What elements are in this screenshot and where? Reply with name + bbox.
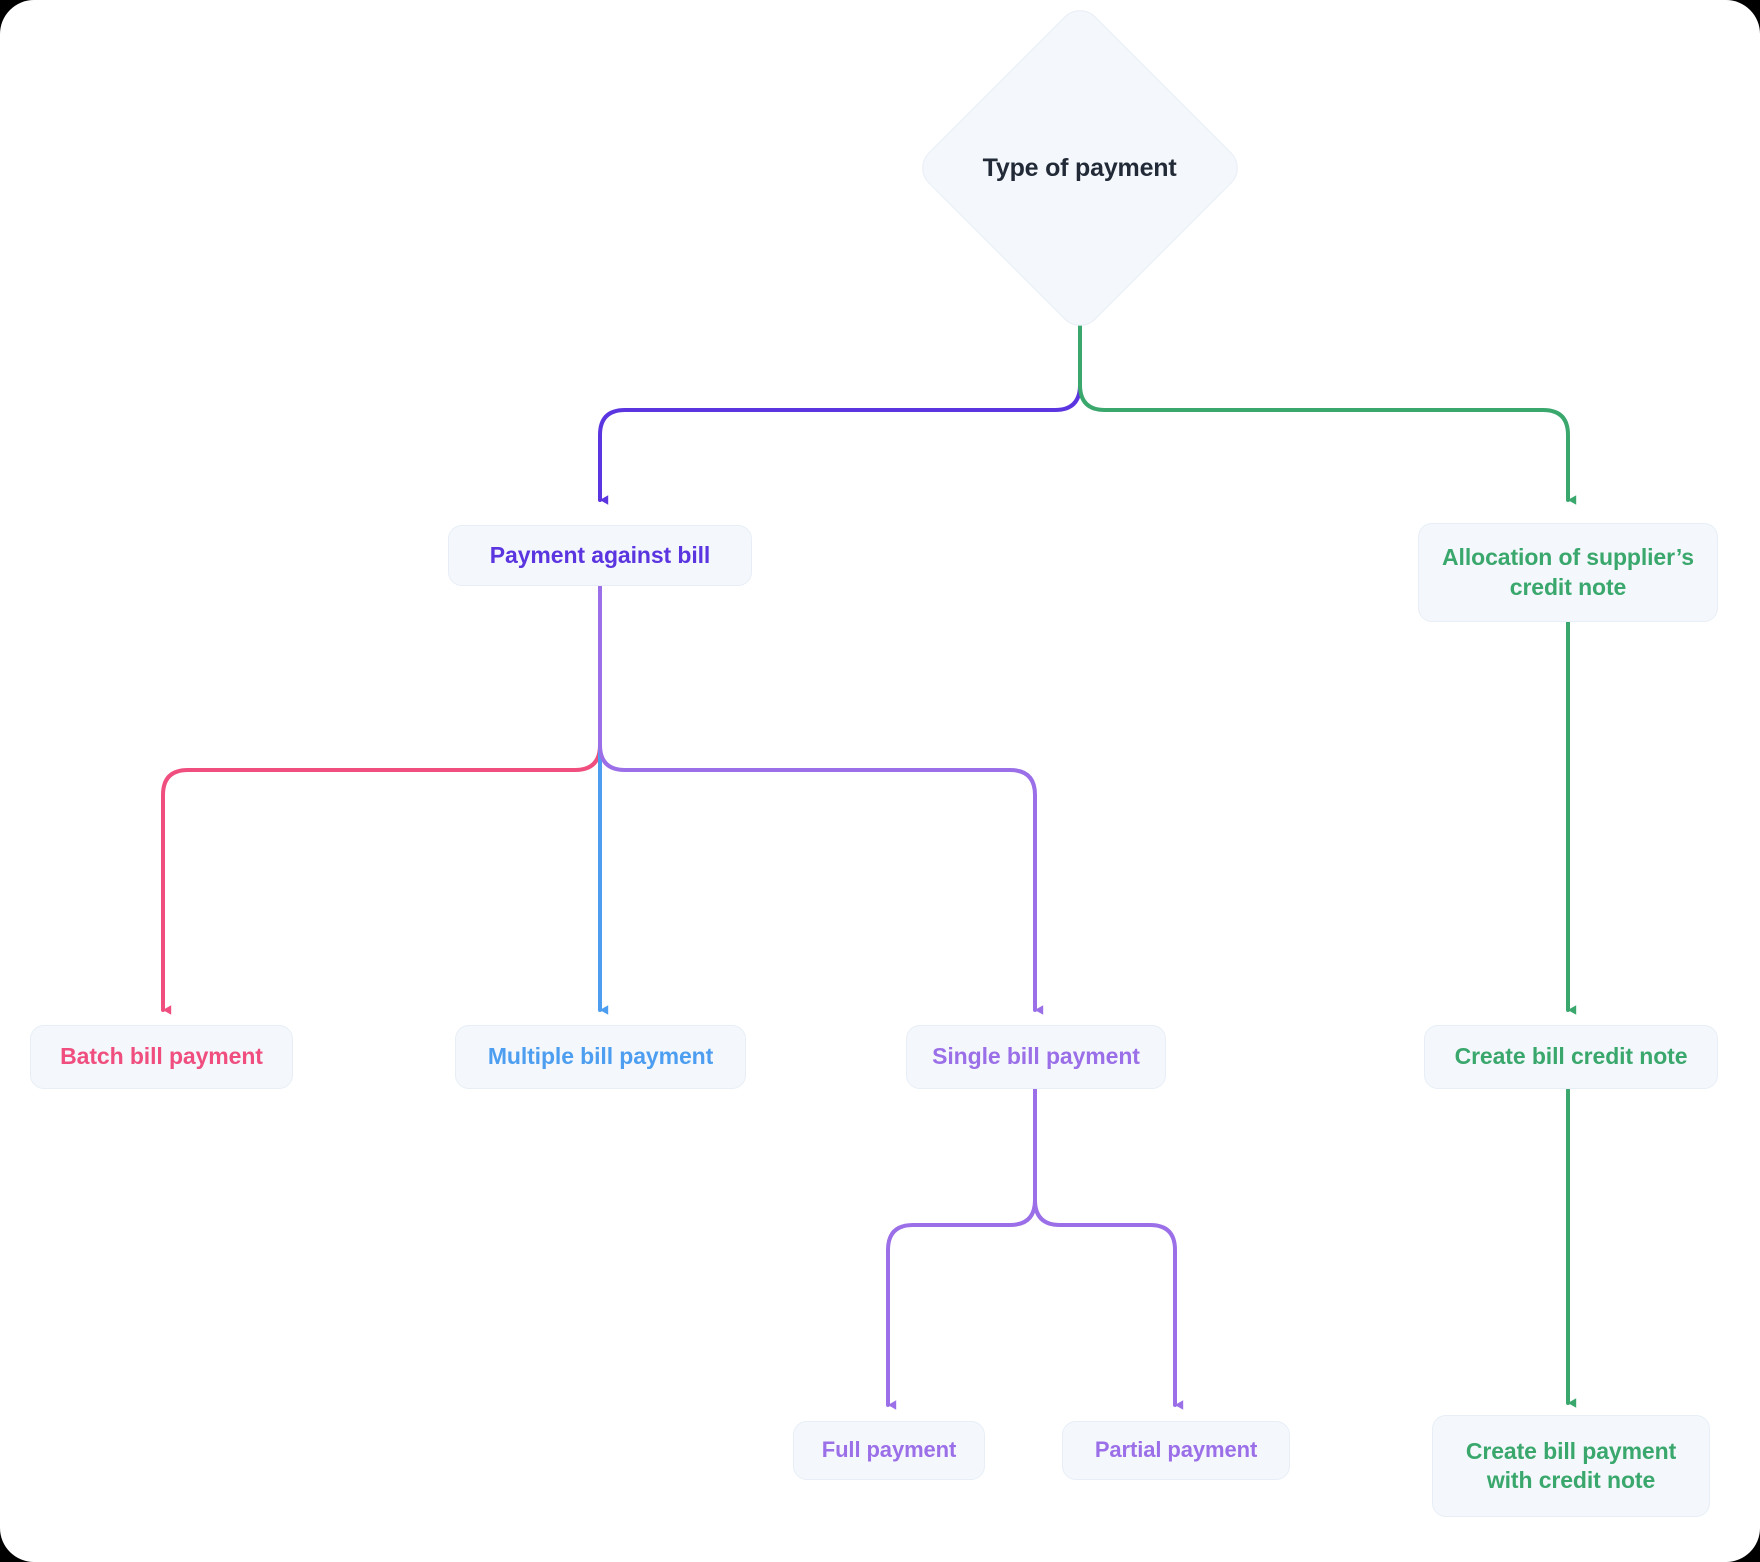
edge-root-to-payment-against-bill (598, 320, 1082, 505)
edge-payment-against-bill-to-batch-bill-payment (161, 584, 602, 1015)
node-single-bill-payment[interactable]: Single bill payment (906, 1025, 1166, 1089)
node-label: Allocation of supplier’s credit note (1442, 544, 1694, 600)
node-label: Single bill payment (932, 1043, 1140, 1070)
node-label: Create bill payment with credit note (1465, 1437, 1677, 1493)
node-batch-bill-payment[interactable]: Batch bill payment (30, 1025, 293, 1089)
node-label: Create bill credit note (1454, 1043, 1688, 1070)
node-label: Batch bill payment (60, 1043, 263, 1070)
edge-root-to-allocation-supplier-credit-note (1078, 320, 1577, 505)
node-allocation-of-suppliers-credit-note[interactable]: Allocation of supplier’s credit note (1418, 523, 1718, 622)
node-create-bill-credit-note[interactable]: Create bill credit note (1424, 1025, 1718, 1089)
node-label: Payment against bill (489, 541, 711, 568)
node-payment-against-bill[interactable]: Payment against bill (448, 525, 752, 586)
node-label: Multiple bill payment (487, 1043, 714, 1070)
node-partial-payment[interactable]: Partial payment (1062, 1421, 1290, 1480)
node-label: Full payment (821, 1437, 957, 1463)
node-full-payment[interactable]: Full payment (793, 1421, 985, 1480)
edge-payment-against-bill-to-single-bill-payment (598, 584, 1044, 1015)
edge-single-bill-payment-to-full-payment (886, 1088, 1037, 1410)
node-label: Partial payment (1094, 1437, 1258, 1463)
node-multiple-bill-payment[interactable]: Multiple bill payment (455, 1025, 746, 1089)
edge-single-bill-payment-to-partial-payment (1033, 1088, 1184, 1410)
decision-node-label: Type of payment (983, 153, 1177, 182)
node-create-bill-payment-with-credit-note[interactable]: Create bill payment with credit note (1432, 1415, 1710, 1517)
